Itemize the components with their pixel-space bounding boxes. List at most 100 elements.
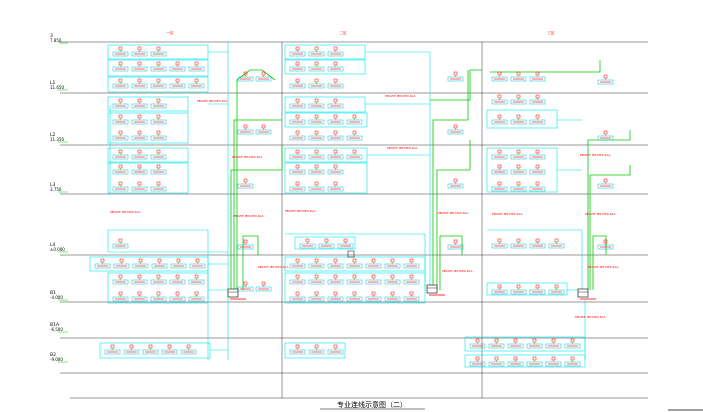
device-node xyxy=(453,178,458,183)
device-node xyxy=(554,238,559,243)
device-node xyxy=(295,274,300,279)
cable-tray-outline xyxy=(107,147,189,163)
device-node xyxy=(314,149,319,154)
green-cable xyxy=(242,235,259,290)
green-cable xyxy=(432,70,469,290)
device-node xyxy=(371,258,376,263)
device-node xyxy=(333,181,338,186)
device-node xyxy=(333,344,338,349)
device-node xyxy=(314,98,319,103)
device-node xyxy=(243,281,248,286)
device-node xyxy=(497,114,502,119)
device-node xyxy=(497,164,502,169)
device-node xyxy=(494,356,499,361)
device-node xyxy=(156,114,161,119)
device-node xyxy=(137,114,142,119)
device-node xyxy=(156,291,161,296)
green-cable xyxy=(430,69,482,101)
device-node xyxy=(314,291,319,296)
device-node xyxy=(333,78,338,83)
device-node xyxy=(535,164,540,169)
cable-tray-outline xyxy=(284,342,346,359)
device-node xyxy=(129,344,134,349)
green-cable xyxy=(436,140,471,290)
green-cable xyxy=(236,69,276,290)
device-node xyxy=(295,98,300,103)
cable-tray-outline xyxy=(464,354,586,368)
device-node xyxy=(118,61,123,66)
device-node xyxy=(352,130,357,135)
equipment-tag: PBXWF-IEP-MPX-KLA xyxy=(580,153,611,157)
device-node xyxy=(314,78,319,83)
column-label: 一区 xyxy=(167,31,174,35)
device-node xyxy=(167,344,172,349)
level-label: L2 xyxy=(50,132,56,138)
distribution-panel xyxy=(227,288,239,298)
cable-tray-outline xyxy=(284,96,366,113)
equipment-tag: PBXWF-IEP-MPX-KLA xyxy=(258,265,289,269)
column-dividers xyxy=(70,42,648,399)
device-node xyxy=(295,164,300,169)
level-label: B2 xyxy=(50,352,56,358)
device-node xyxy=(551,356,556,361)
device-node xyxy=(118,291,123,296)
equipment-tag: PBXWF-IEP-MPX-KLA xyxy=(492,212,523,216)
device-node xyxy=(532,338,537,343)
level-elevation: 3.750 xyxy=(50,187,62,192)
level-elevation: 11.650 xyxy=(50,85,64,90)
device-node xyxy=(148,344,153,349)
device-node xyxy=(333,291,338,296)
device-node xyxy=(314,344,319,349)
cable-tray-outline xyxy=(284,59,366,75)
device-node xyxy=(156,274,161,279)
device-node xyxy=(137,181,142,186)
device-node xyxy=(516,181,521,186)
device-node xyxy=(570,356,575,361)
device-node xyxy=(243,178,248,183)
distribution-panel xyxy=(426,284,438,294)
device-node xyxy=(156,149,161,154)
equipment-tag: PBXWF-IEP-MPX-KLA xyxy=(438,211,469,215)
device-node xyxy=(137,164,142,169)
device-node xyxy=(118,274,123,279)
level-label: L1 xyxy=(50,80,56,86)
device-node xyxy=(535,94,540,99)
equipment-tag: PBXWF-IEP-MPX-KLA xyxy=(110,210,141,214)
distribution-panel xyxy=(577,288,589,298)
device-node xyxy=(554,284,559,289)
device-node xyxy=(314,46,319,51)
device-node xyxy=(516,94,521,99)
panel-boxes xyxy=(227,284,596,300)
device-node xyxy=(535,181,540,186)
device-node xyxy=(453,239,458,244)
device-node xyxy=(118,164,123,169)
device-node xyxy=(194,78,199,83)
device-node xyxy=(261,281,266,286)
cable-tray-outline xyxy=(107,272,209,304)
device-node xyxy=(137,149,142,154)
device-node xyxy=(497,238,502,243)
level-elevation: ±0.000 xyxy=(50,247,65,252)
device-node xyxy=(343,238,348,243)
device-node xyxy=(475,338,480,343)
device-node xyxy=(516,284,521,289)
device-node xyxy=(409,274,414,279)
device-node xyxy=(175,61,180,66)
device-node xyxy=(295,61,300,66)
device-node xyxy=(535,284,540,289)
device-node xyxy=(409,291,414,296)
device-node xyxy=(535,114,540,119)
device-node xyxy=(494,338,499,343)
device-node xyxy=(186,344,191,349)
device-node xyxy=(324,238,329,243)
equipment-tag: PBXWF-IEP-MPX-KLA xyxy=(285,209,316,213)
device-node xyxy=(314,274,319,279)
level-label: 3 xyxy=(50,33,53,39)
device-node xyxy=(516,238,521,243)
equipment-tag: PBXWF-IEP-MPX-KLA xyxy=(442,269,473,273)
device-node xyxy=(118,181,123,186)
device-node xyxy=(137,46,142,51)
device-node xyxy=(497,94,502,99)
green-cable xyxy=(439,235,463,290)
cable-tray-outline xyxy=(107,162,189,194)
